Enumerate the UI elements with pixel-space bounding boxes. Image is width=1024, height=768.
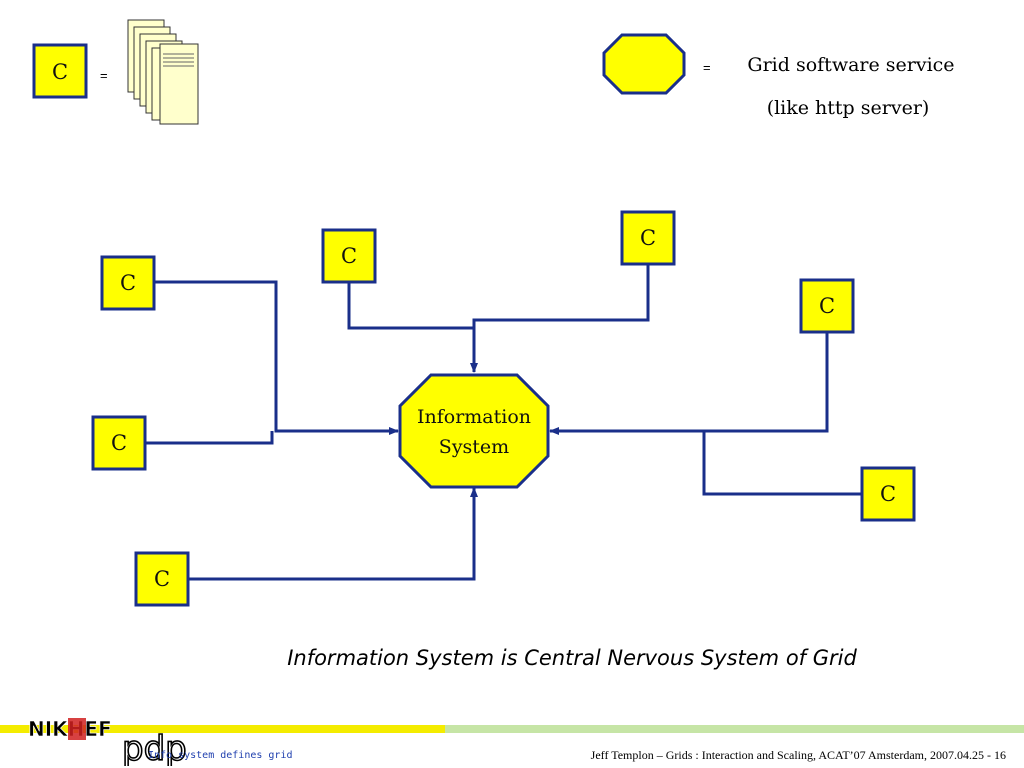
connector-left-mid xyxy=(145,431,274,445)
client-box: C xyxy=(134,551,190,607)
information-system-hub: Information System xyxy=(398,373,550,489)
legend-service-equals: = xyxy=(703,60,711,75)
hub-label-line1: Information xyxy=(417,406,531,428)
client-label: C xyxy=(880,482,896,506)
logo-pdp-text: pdp xyxy=(122,729,187,766)
hub-label-line2: System xyxy=(439,436,509,458)
client-label: C xyxy=(120,271,136,295)
connectors xyxy=(145,264,862,581)
nikhef-pdp-logo: NIKHEF pdp xyxy=(28,717,188,766)
legend-equals: = xyxy=(100,68,108,83)
connector-right-top xyxy=(549,332,829,435)
client-box: C xyxy=(100,255,156,311)
legend-service-octagon xyxy=(602,33,686,95)
connector-top-left xyxy=(347,282,474,330)
footer-left-text: Info system defines grid xyxy=(148,750,293,761)
legend-service-line1: Grid software service xyxy=(747,54,954,76)
connector-left-top xyxy=(154,280,399,435)
client-box: C xyxy=(91,415,147,471)
connector-right-bottom xyxy=(702,431,862,496)
client-label: C xyxy=(154,567,170,591)
client-box: C xyxy=(799,278,855,334)
legend-client-label: C xyxy=(52,60,68,84)
footer-bar-yellow xyxy=(0,725,445,733)
server-stack-icon xyxy=(127,19,199,125)
client-label: C xyxy=(640,226,656,250)
client-box: C xyxy=(321,228,377,284)
client-box: C xyxy=(620,210,676,266)
client-label: C xyxy=(111,431,127,455)
client-label: C xyxy=(341,244,357,268)
connector-top-right xyxy=(470,264,650,373)
slide-caption: Information System is Central Nervous Sy… xyxy=(287,646,857,670)
footer-bar-green xyxy=(445,725,1024,733)
client-label: C xyxy=(819,294,835,318)
legend-client: C xyxy=(32,43,88,99)
connector-bottom xyxy=(188,487,478,581)
legend-service-line2: (like http server) xyxy=(767,97,930,119)
client-box: C xyxy=(860,466,916,522)
footer-right-text: Jeff Templon – Grids : Interaction and S… xyxy=(590,748,1006,762)
